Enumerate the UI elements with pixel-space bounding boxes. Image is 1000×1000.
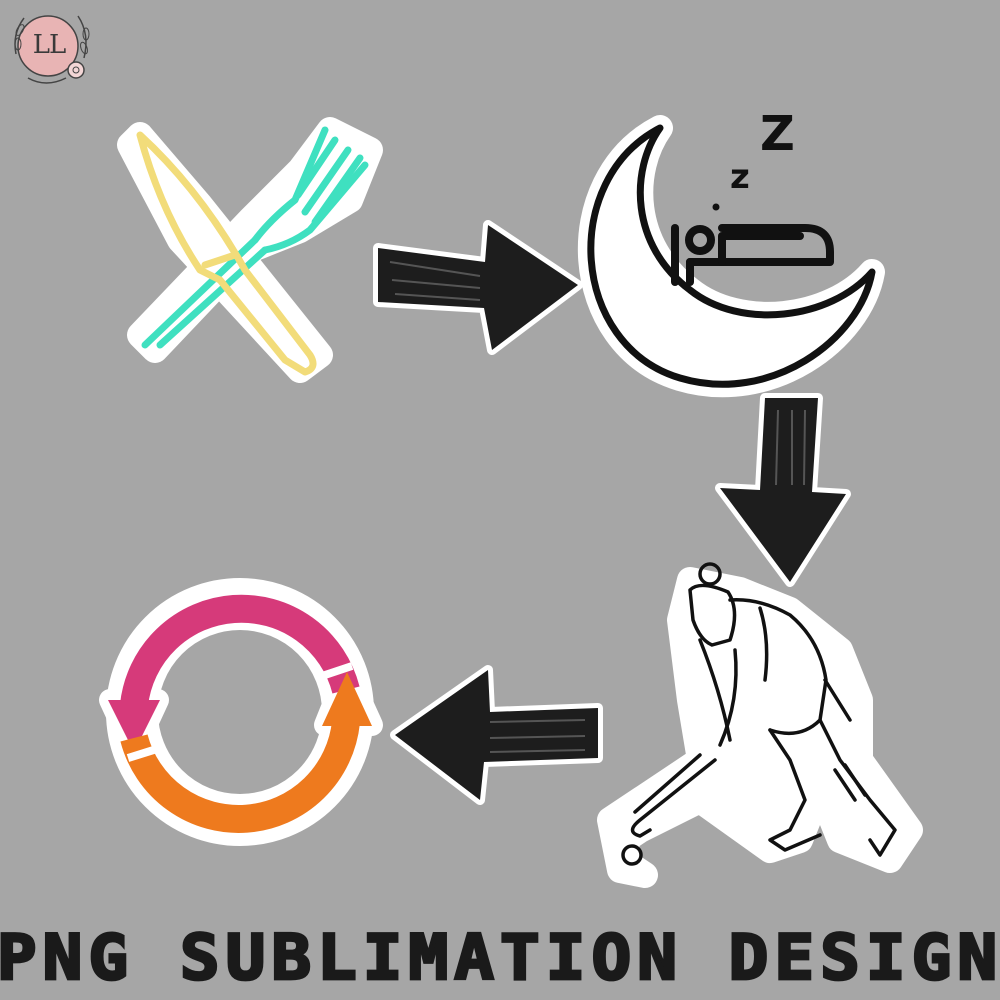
arrow-down-icon: [715, 393, 851, 587]
arrow-left-icon: [390, 665, 603, 805]
sleep-letter-big: Z: [760, 106, 795, 162]
banner-text: PNG SUBLIMATION DESIGN: [0, 919, 1000, 995]
moon-bed-sleep-icon: z Z: [577, 106, 885, 398]
illustration: z Z: [99, 106, 923, 888]
logo-badge: LL: [6, 4, 92, 90]
logo-monogram: LL: [32, 30, 67, 60]
knife-fork-icon: [117, 117, 383, 383]
wreath-icon: [14, 15, 90, 84]
arrow-right-icon: [373, 220, 583, 355]
banner: PNG SUBLIMATION DESIGN: [0, 915, 1000, 1000]
cycle-repeat-icon: [99, 578, 383, 846]
field-hockey-player-icon: [597, 562, 923, 888]
sleep-letter-small: z: [730, 157, 750, 197]
